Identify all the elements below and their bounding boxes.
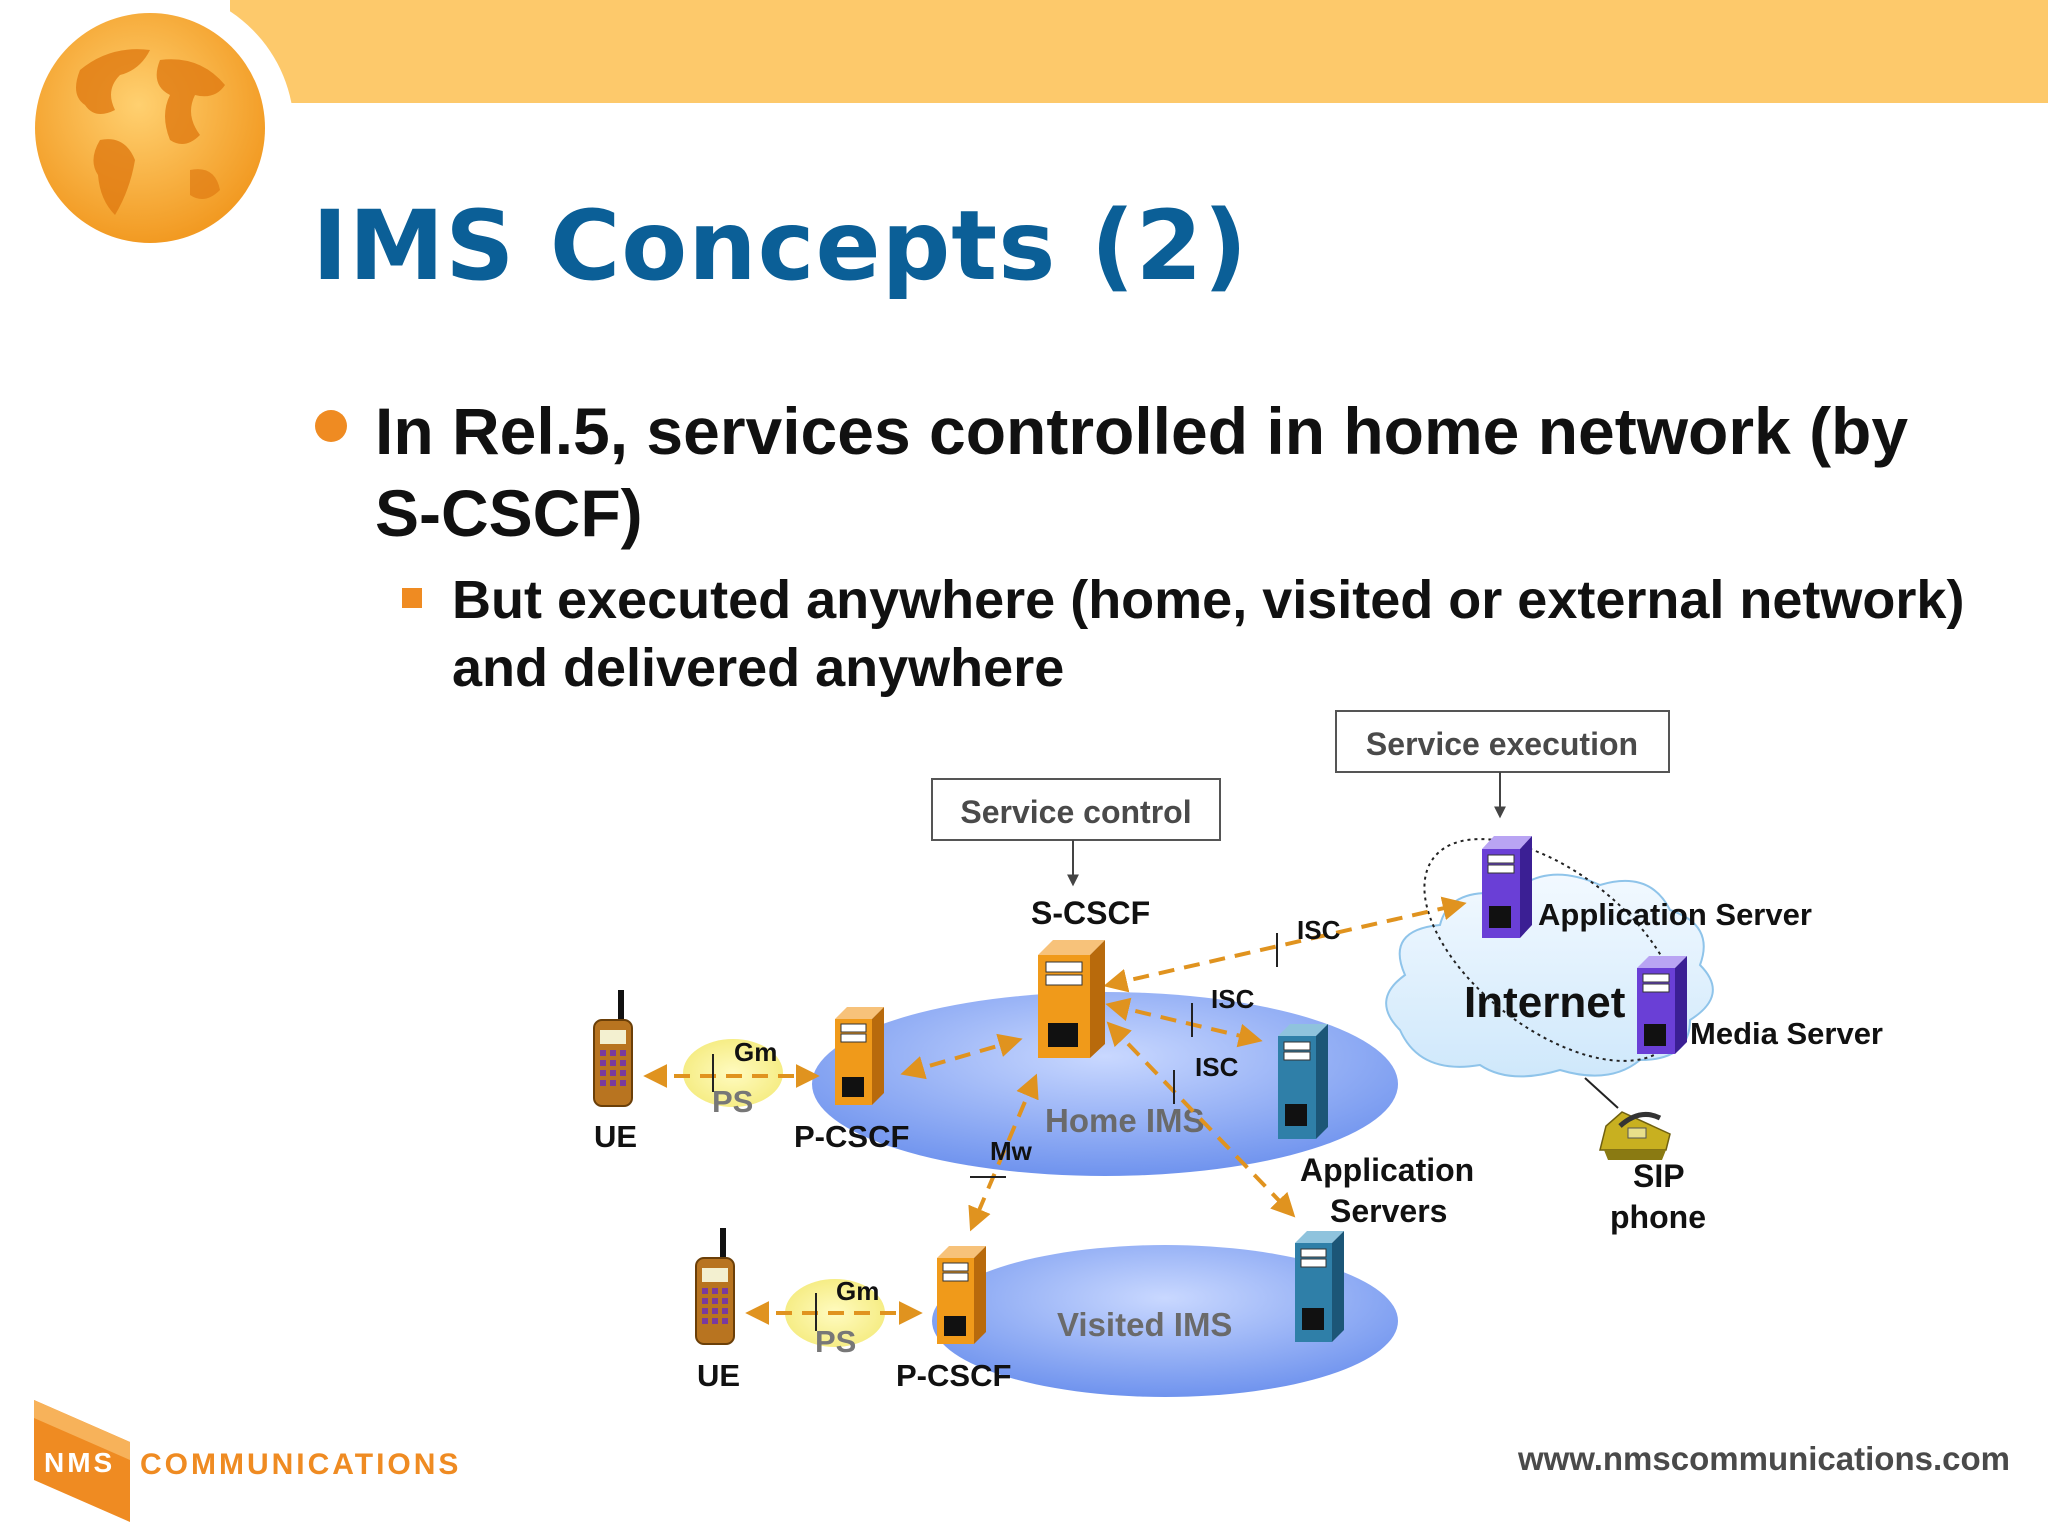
service-execution-label: Service execution [1366,726,1638,762]
internet-app-server-icon [1482,836,1532,938]
media-server-label: Media Server [1690,1016,1883,1051]
visited-ims-ellipse [932,1245,1398,1397]
isc-arrow-visited-as [1106,1021,1296,1218]
nms-logo [34,1400,130,1522]
globe-icon [35,13,265,243]
service-control-box [931,778,1221,841]
mw-label: Mw [990,1136,1033,1166]
visited-app-server-icon [1295,1231,1344,1342]
app-server-label: Application Server [1538,897,1812,932]
visited-ims-label: Visited IMS [1057,1306,1232,1343]
app-servers-label-line1: Application [1300,1152,1474,1188]
sub-bullet-square [402,588,422,608]
sip-phone-icon [1599,1111,1671,1160]
service-control-label: Service control [960,794,1191,830]
gm-label-visited: Gm [836,1276,879,1306]
communications-logo-text: COMMUNICATIONS [140,1448,461,1481]
slide-title: IMS Concepts (2) [312,190,1249,302]
signaling-arrows [643,896,1467,1325]
main-bullet-text: In Rel.5, services controlled in home ne… [375,394,1909,550]
home-ims-label: Home IMS [1045,1102,1205,1139]
pcscf-scscf-arrow [900,1033,1023,1080]
p-cscf-visited-label: P-CSCF [896,1358,1011,1393]
ue-home-handset-icon [593,990,633,1107]
p-cscf-home-server-icon [835,1007,884,1105]
bullet-dot [315,410,347,442]
ue-visited-handset-icon [695,1228,735,1345]
ps-label-home: PS [712,1084,753,1119]
s-cscf-label: S-CSCF [1031,895,1150,931]
interface-ticks [712,933,1619,1331]
isc-label-3: ISC [1195,1052,1239,1082]
media-server-icon [1637,956,1687,1054]
gm-label-home: Gm [734,1037,777,1067]
isc-arrow-app-server [1103,896,1467,993]
isc-label-2: ISC [1211,984,1255,1014]
internet-label: Internet [1464,978,1626,1027]
sip-phone-label-line2: phone [1610,1199,1706,1235]
nms-logo-text: NMS [44,1447,115,1478]
sub-bullet-text: But executed anywhere (home, visited or … [452,570,1965,698]
isc-label-1: ISC [1297,915,1341,945]
service-execution-box [1335,710,1670,773]
p-cscf-visited-server-icon [937,1246,986,1344]
home-app-server-icon [1278,1024,1328,1139]
ue-visited-label: UE [697,1358,740,1393]
s-cscf-server-icon [1038,940,1105,1058]
mw-arrow [968,1073,1039,1232]
app-servers-label-line2: Servers [1330,1193,1447,1229]
footer-url: www.nmscommunications.com [1517,1440,2010,1477]
ps-label-visited: PS [815,1324,856,1359]
sip-phone-label-line1: SIP [1633,1158,1685,1194]
p-cscf-home-label: P-CSCF [794,1119,909,1154]
header-bar [230,0,2048,103]
ue-home-label: UE [594,1119,637,1154]
